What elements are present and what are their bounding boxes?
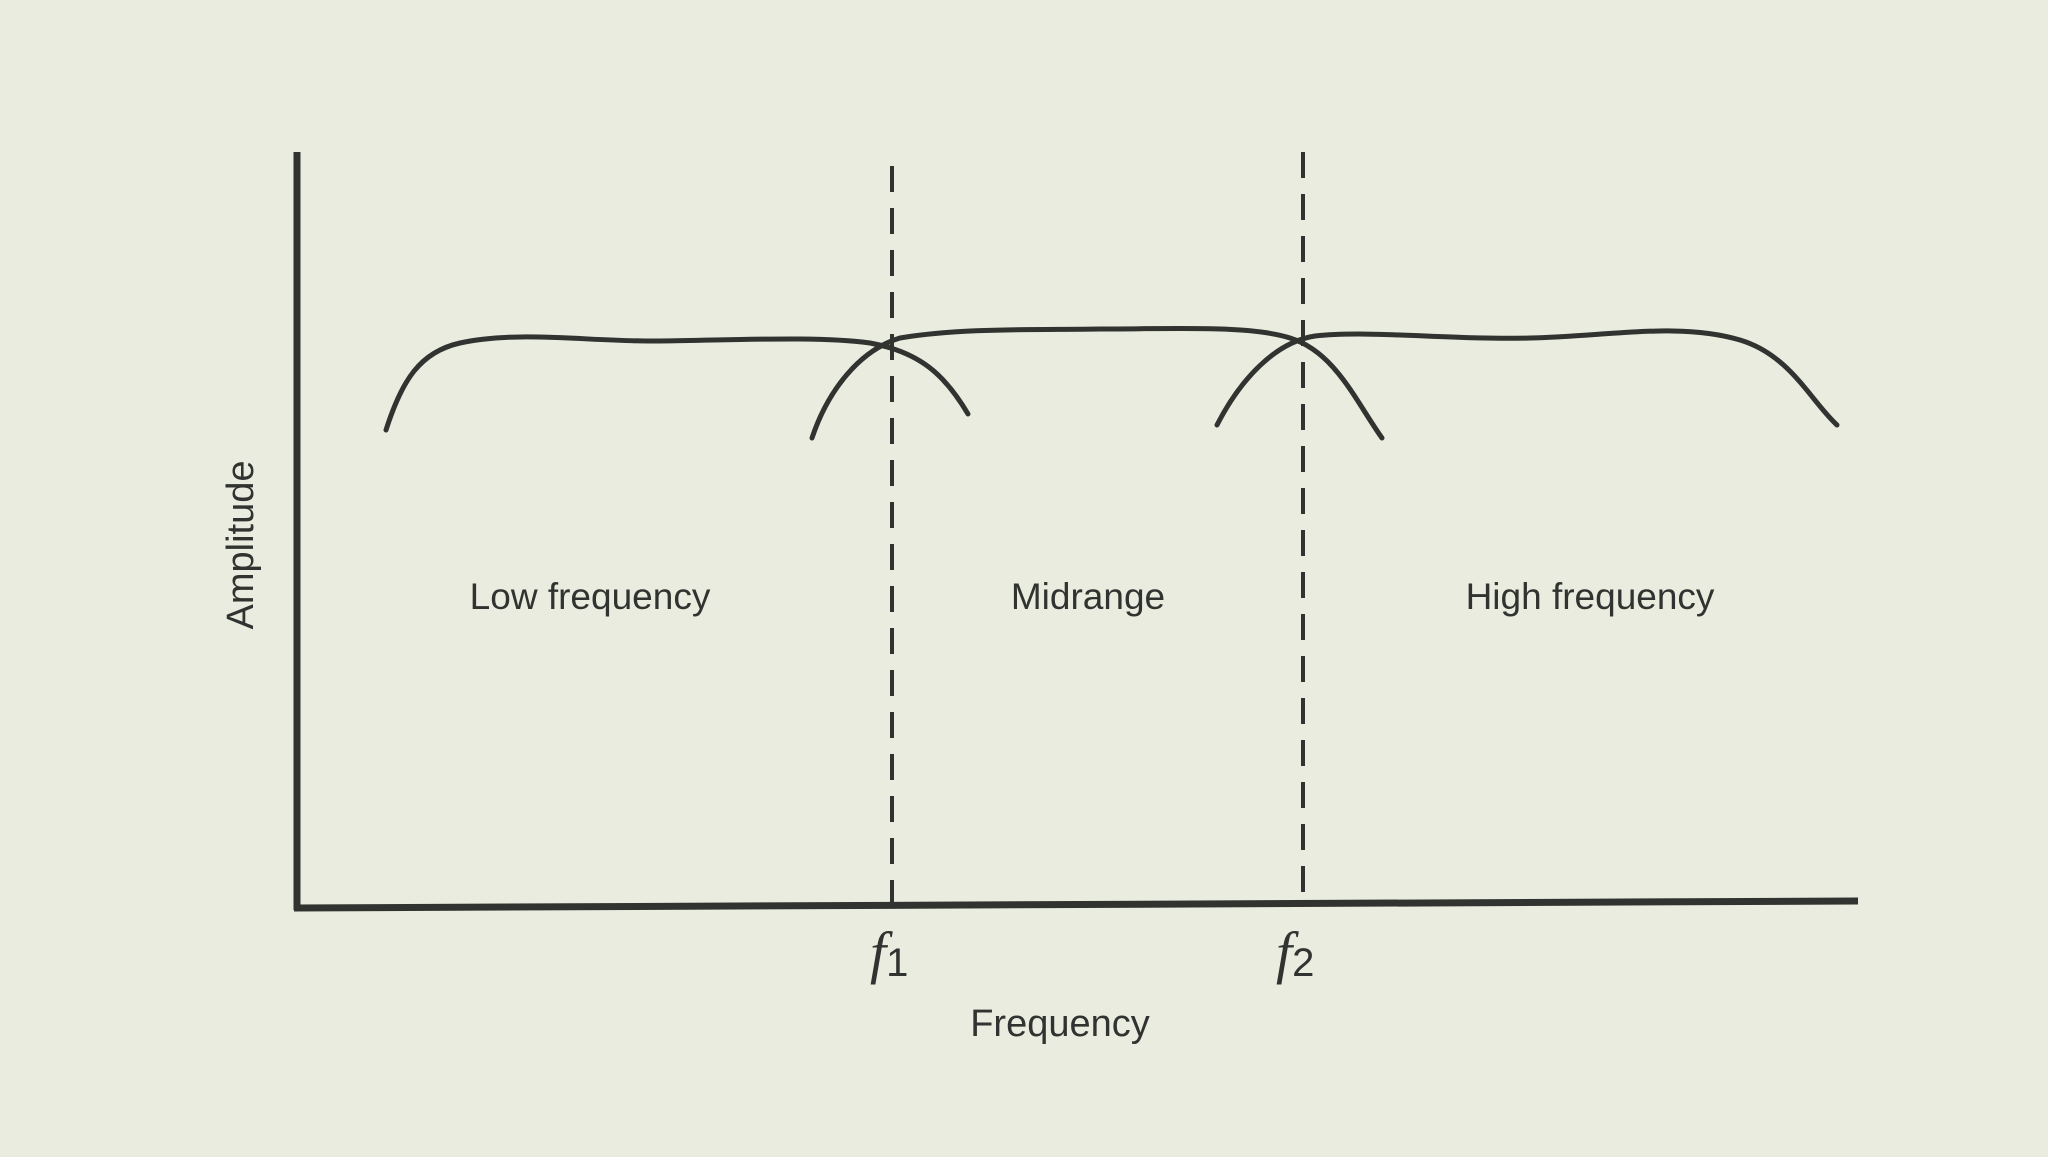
y-axis-title: Amplitude: [220, 461, 262, 630]
crossover-subscript-f2: 2: [1292, 941, 1314, 985]
crossover-label-f1: f1: [870, 920, 908, 985]
band-label-mid: Midrange: [1011, 576, 1165, 617]
midrange-response-curve: [809, 325, 1385, 441]
x-axis: [293, 897, 1859, 912]
crossover-label-f2: f2: [1276, 920, 1314, 985]
crossover-subscript-f1: 1: [886, 941, 908, 985]
x-axis-title: Frequency: [970, 1003, 1150, 1045]
low-frequency-response-curve: [383, 334, 971, 433]
band-label-low: Low frequency: [470, 576, 711, 617]
high-frequency-response-curve: [1214, 328, 1840, 428]
band-label-high: High frequency: [1466, 576, 1715, 617]
